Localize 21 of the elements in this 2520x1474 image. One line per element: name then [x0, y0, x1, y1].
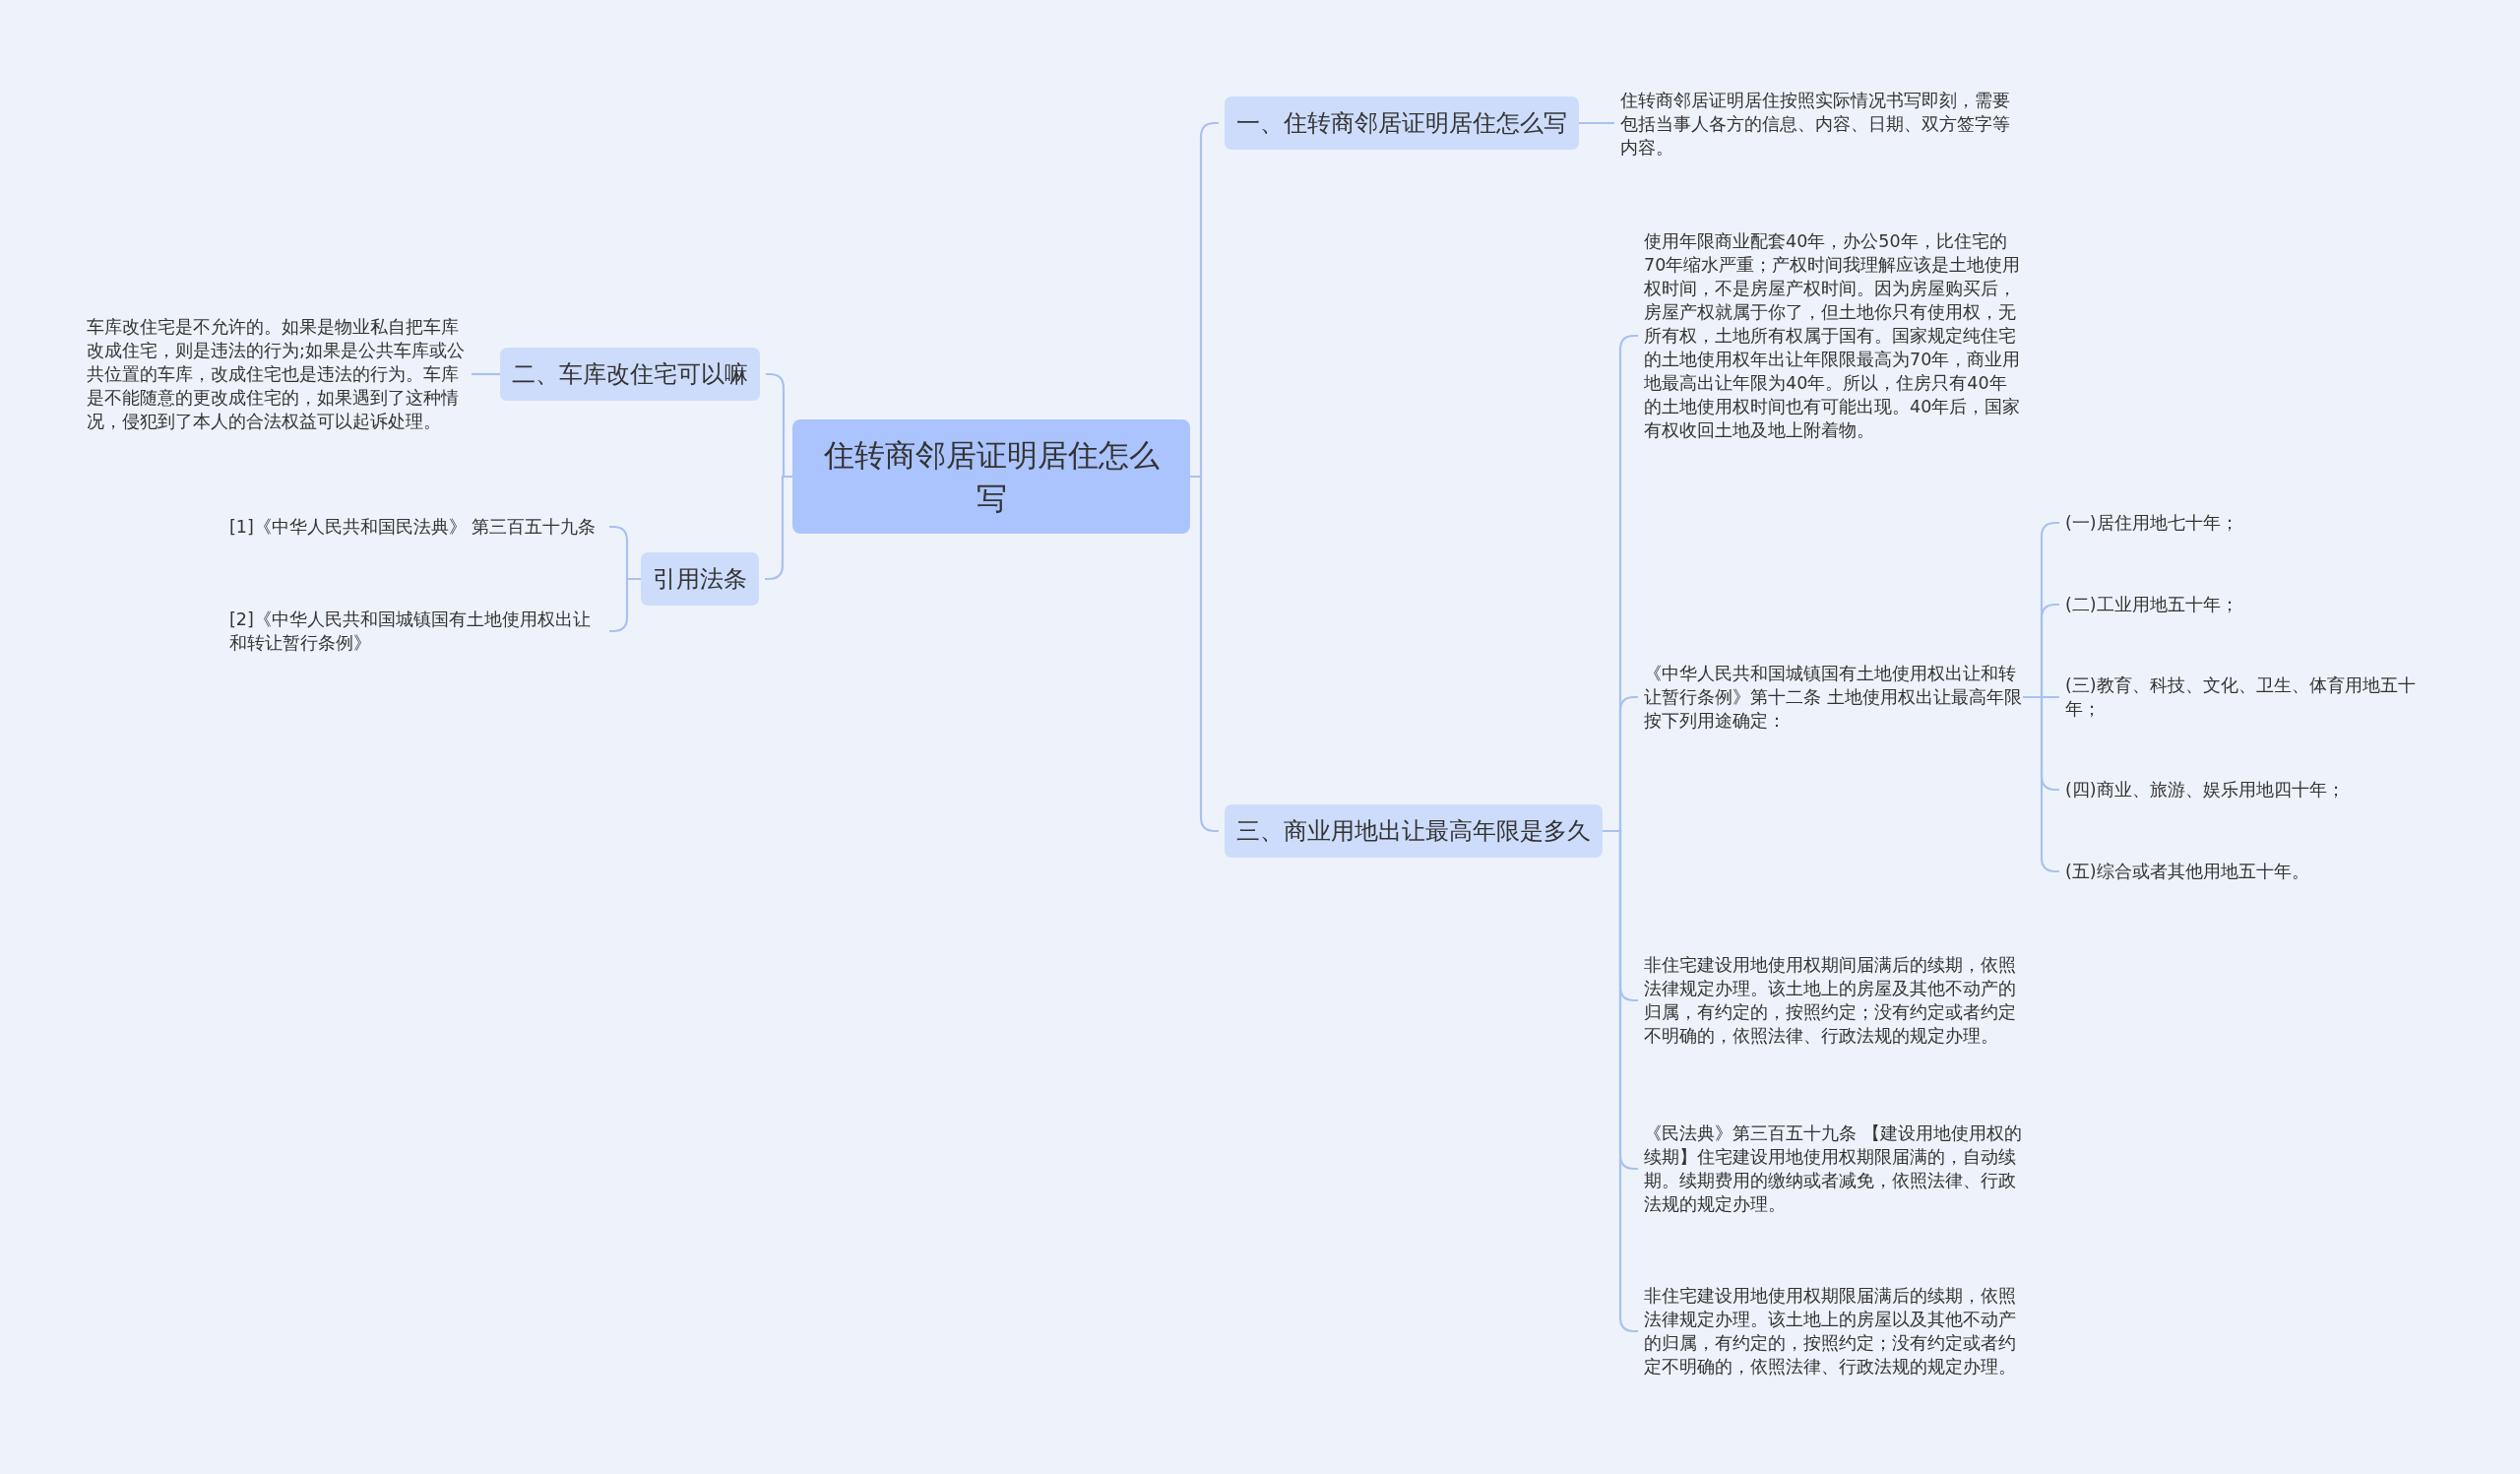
note-text: 非住宅建设用地使用权期间届满后的续期，依照法律规定办理。该土地上的房屋及其他不动产的归属，有约定的，按照约定；没有约定或者约定不明确的，依照法律、行政法规的规定办理。	[1644, 953, 2023, 1048]
note-text: (五)综合或者其他用地五十年。	[2065, 860, 2449, 883]
note-text: (三)教育、科技、文化、卫生、体育用地五十年；	[2065, 673, 2449, 721]
branch-topic-box: 引用法条	[641, 552, 759, 606]
note-text: 住转商邻居证明居住按照实际情况书写即刻，需要包括当事人各方的信息、内容、日期、双方签字等内容。	[1620, 89, 2014, 160]
connector-line	[472, 372, 500, 376]
note-text: (四)商业、旅游、娱乐用地四十年；	[2065, 778, 2449, 801]
note-text: (二)工业用地五十年；	[2065, 593, 2449, 616]
branch-topic-box: 二、车库改住宅可以嘛	[500, 348, 760, 401]
connector-line	[1579, 121, 1614, 125]
note-text: [2]《中华人民共和国城镇国有土地使用权出让和转让暂行条例》	[229, 608, 603, 655]
note-text: 车库改住宅是不允许的。如果是物业私自把车库改成住宅，则是违法的行为;如果是公共车库或公共位置的车库，改成住宅也是违法的行为。车库是不能随意的更改成住宅的，如果遇到了这种情况，侵犯到了本人的合法权益可以起诉处理。	[87, 315, 466, 433]
note-text: (一)居住用地七十年；	[2065, 511, 2449, 535]
central-topic-box: 住转商邻居证明居住怎么写	[792, 419, 1190, 534]
branch-topic-box: 三、商业用地出让最高年限是多久	[1225, 804, 1603, 858]
note-text: 《中华人民共和国城镇国有土地使用权出让和转让暂行条例》第十二条 土地使用权出让最高年限按下列用途确定：	[1644, 662, 2023, 733]
note-text: 非住宅建设用地使用权期限届满后的续期，依照法律规定办理。该土地上的房屋以及其他不动产的归属，有约定的，按照约定；没有约定或者约定不明确的，依照法律、行政法规的规定办理。	[1644, 1284, 2023, 1378]
branch-topic-box: 一、住转商邻居证明居住怎么写	[1225, 96, 1579, 150]
note-text: 《民法典》第三百五十九条 【建设用地使用权的续期】住宅建设用地使用权期限届满的，自动续期。续期费用的缴纳或者减免，依照法律、行政法规的规定办理。	[1644, 1122, 2023, 1216]
note-text: [1]《中华人民共和国民法典》 第三百五十九条	[229, 515, 603, 539]
note-text: 使用年限商业配套40年，办公50年，比住宅的70年缩水严重；产权时间我理解应该是土地使用权时间，不是房屋产权时间。因为房屋购买后，房屋产权就属于你了，但土地你只有使用权，无所有权，土地所有权属于国有。国家规定纯住宅的土地使用权年出让年限限最高为70年，商业用地最高出让年限为40年。所以，住房只有40年的土地使用权时间也有可能出现。40年后，国家有权收回土地及地上附着物。	[1644, 229, 2023, 442]
